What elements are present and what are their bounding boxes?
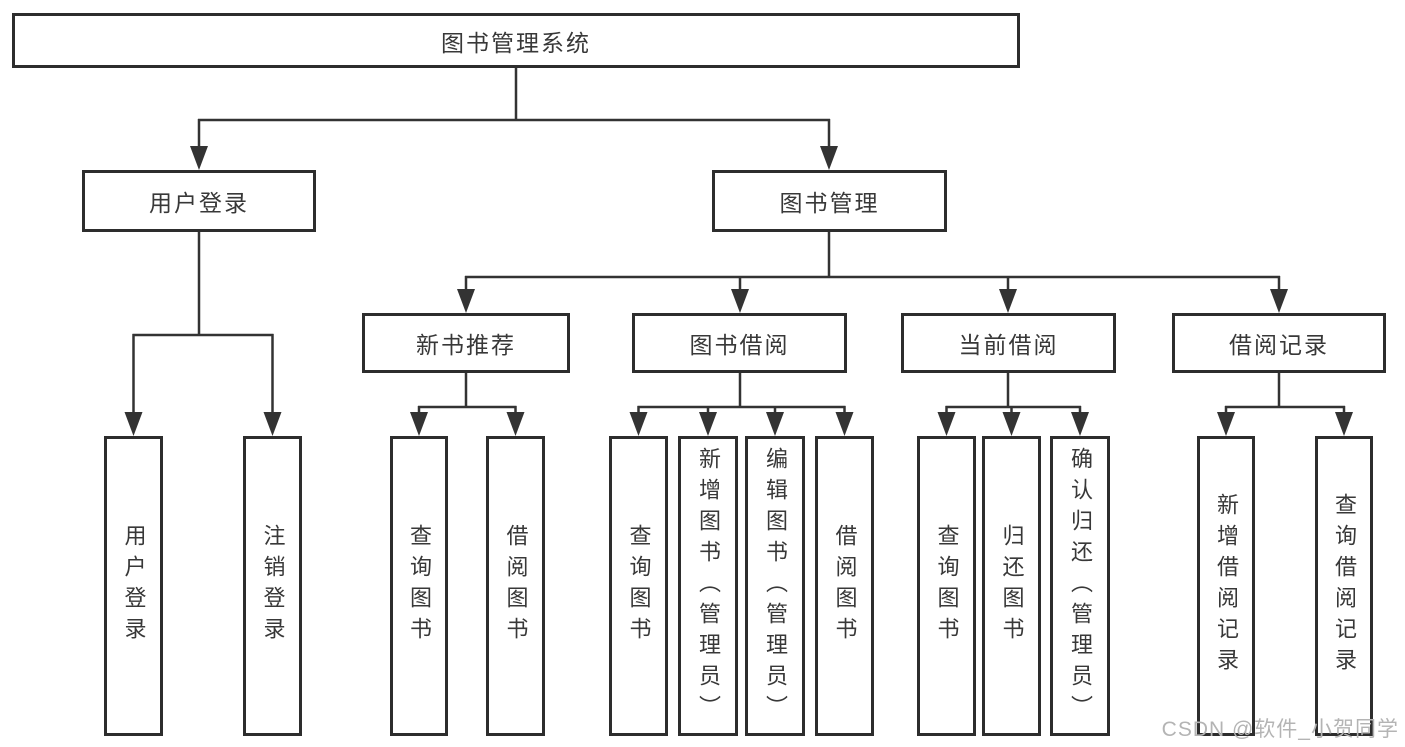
node-new-book-recommend: 新书推荐 <box>362 313 570 373</box>
node-label: 图书管理 <box>779 190 880 216</box>
node-label: 用户登录 <box>121 524 147 648</box>
node-user-login: 用户登录 <box>82 170 316 232</box>
leaf-add-book-admin: 新增图书（管理员） <box>678 436 738 736</box>
node-label: 查询图书 <box>407 524 432 648</box>
node-root-system: 图书管理系统 <box>12 13 1020 68</box>
node-book-management: 图书管理 <box>712 170 947 232</box>
node-borrow-record: 借阅记录 <box>1172 313 1386 373</box>
node-label: 用户登录 <box>149 190 249 216</box>
leaf-borrow-book-2: 借阅图书 <box>815 436 874 736</box>
connector-root-to-level2 <box>197 68 831 150</box>
node-current-borrow: 当前借阅 <box>901 313 1116 373</box>
node-label: 查询图书 <box>934 524 960 648</box>
leaf-confirm-return-admin: 确认归还（管理员） <box>1050 436 1110 736</box>
leaf-logout: 注销登录 <box>243 436 302 736</box>
connector-borrowrecord-to-children <box>1224 373 1346 416</box>
node-label: 编辑图书（管理员） <box>763 446 788 726</box>
leaf-borrow-book-1: 借阅图书 <box>486 436 545 736</box>
node-label: 归还图书 <box>999 524 1025 648</box>
leaf-query-book-2: 查询图书 <box>609 436 668 736</box>
connector-currentborrow-to-children <box>945 373 1082 416</box>
connector-newbook-to-children <box>417 373 517 416</box>
node-label: 新书推荐 <box>416 332 516 358</box>
node-label: 新增借阅记录 <box>1214 493 1239 679</box>
connector-bookborrow-to-children <box>637 373 846 416</box>
leaf-query-book-1: 查询图书 <box>390 436 448 736</box>
node-label: 借阅图书 <box>832 524 858 648</box>
leaf-return-book: 归还图书 <box>982 436 1041 736</box>
connector-bookmgmt-to-level3 <box>464 232 1281 293</box>
csdn-watermark: CSDN @软件_小贺同学 <box>1161 718 1399 741</box>
leaf-query-book-3: 查询图书 <box>917 436 976 736</box>
leaf-query-borrow-record: 查询借阅记录 <box>1315 436 1373 736</box>
leaf-edit-book-admin: 编辑图书（管理员） <box>745 436 805 736</box>
node-label: 图书管理系统 <box>441 29 591 56</box>
node-label: 确认归还（管理员） <box>1068 446 1093 726</box>
node-label: 新增图书（管理员） <box>696 446 721 726</box>
node-label: 查询借阅记录 <box>1332 493 1357 679</box>
node-label: 借阅记录 <box>1229 332 1329 358</box>
connector-userlogin-to-children <box>132 232 274 416</box>
node-label: 注销登录 <box>260 524 286 648</box>
leaf-add-borrow-record: 新增借阅记录 <box>1197 436 1255 736</box>
node-book-borrow: 图书借阅 <box>632 313 847 373</box>
node-label: 图书借阅 <box>689 332 790 358</box>
node-label: 借阅图书 <box>503 524 529 648</box>
node-label: 当前借阅 <box>958 332 1059 358</box>
leaf-user-login: 用户登录 <box>104 436 163 736</box>
node-label: 查询图书 <box>626 524 652 648</box>
